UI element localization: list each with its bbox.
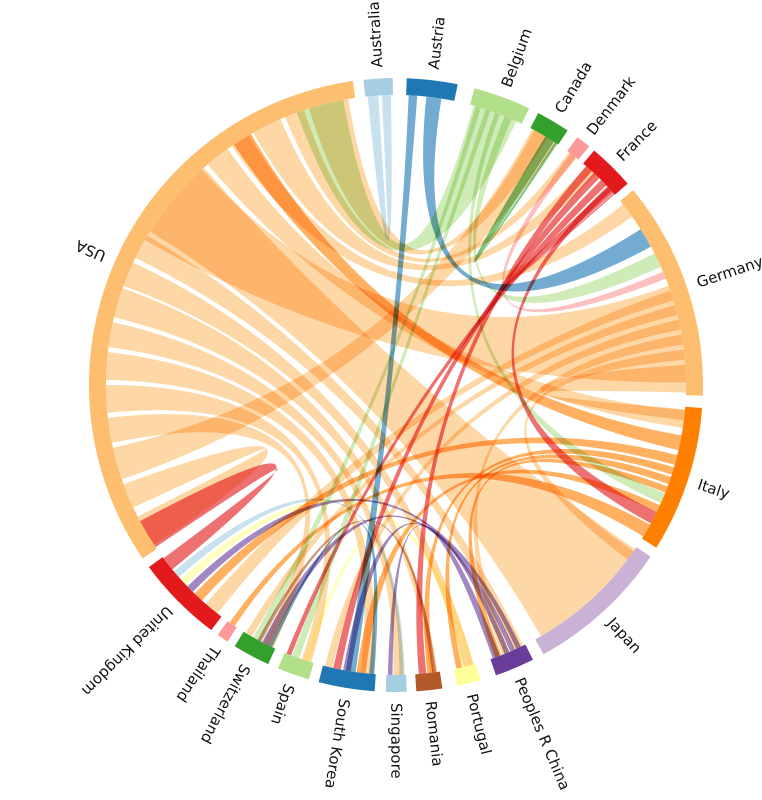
- node-label-australia: Australia: [365, 1, 387, 68]
- ribbon-italy-portugal: [445, 454, 672, 669]
- node-arc-switzerland: [234, 631, 276, 665]
- node-arc-denmark: [567, 137, 590, 160]
- node-label-japan: Japan: [603, 613, 645, 657]
- node-label-belgium: Belgium: [498, 26, 536, 90]
- ribbon-austria-south-korea: [345, 95, 418, 673]
- node-label-united-kingdom: United Kingdom: [78, 602, 176, 699]
- node-label-usa: USA: [72, 236, 108, 265]
- node-label-south-korea: South Korea: [321, 697, 353, 790]
- node-label-romania: Romania: [422, 700, 447, 767]
- node-arc-italy: [641, 406, 703, 548]
- node-label-portugal: Portugal: [463, 692, 495, 757]
- node-label-denmark: Denmark: [583, 73, 640, 139]
- node-arc-romania: [415, 671, 443, 692]
- node-arc-thailand: [217, 621, 237, 642]
- ribbon-usa-peoples-r-china: [135, 235, 524, 650]
- ribbon-usa-singapore: [108, 322, 404, 676]
- arc-layer: [89, 78, 703, 692]
- node-label-austria: Austria: [425, 16, 449, 71]
- node-arc-peoples-r-china: [490, 644, 533, 676]
- node-label-france: France: [613, 117, 661, 165]
- node-arc-germany: [620, 190, 703, 396]
- ribbon-usa-switzerland: [107, 414, 311, 648]
- node-arc-australia: [363, 78, 393, 97]
- node-label-thailand: Thailand: [173, 641, 225, 705]
- ribbon-germany-italy: [540, 364, 686, 421]
- ribbon-germany-usa: [144, 169, 686, 383]
- node-label-peoples-r-china: Peoples R China: [511, 675, 574, 793]
- node-arc-canada: [530, 112, 568, 145]
- node-arc-japan: [535, 547, 651, 655]
- node-label-spain: Spain: [267, 682, 298, 728]
- node-arc-united-kingdom: [148, 557, 222, 631]
- ribbon-layer: [106, 95, 686, 676]
- ribbon-australia-australia: [367, 95, 392, 241]
- node-arc-singapore: [385, 674, 407, 692]
- ribbon-italy-united-kingdom: [194, 437, 678, 601]
- ribbon-canada-canada: [473, 136, 558, 264]
- ribbon-belgium-usa: [296, 99, 517, 251]
- node-label-germany: Germany: [694, 252, 762, 291]
- ribbon-south-korea-switzerland: [268, 522, 378, 675]
- ribbon-usa-canada: [112, 128, 557, 480]
- node-arc-spain: [278, 652, 314, 680]
- node-arc-usa: [89, 81, 356, 559]
- node-arc-belgium: [470, 88, 530, 124]
- node-arc-portugal: [453, 663, 481, 686]
- ribbon-united-kingdom-usa: [139, 463, 278, 570]
- node-arc-south-korea: [318, 665, 376, 692]
- node-label-canada: Canada: [551, 58, 596, 116]
- ribbon-romania-switzerland: [257, 520, 437, 673]
- ribbon-denmark-germany: [501, 153, 666, 313]
- node-label-singapore: Singapore: [387, 703, 405, 779]
- node-label-italy: Italy: [695, 476, 732, 503]
- node-arc-austria: [406, 78, 458, 101]
- ribbon-belgium-spain: [292, 109, 491, 659]
- node-arc-france: [583, 150, 628, 195]
- ribbon-usa-france: [253, 119, 596, 271]
